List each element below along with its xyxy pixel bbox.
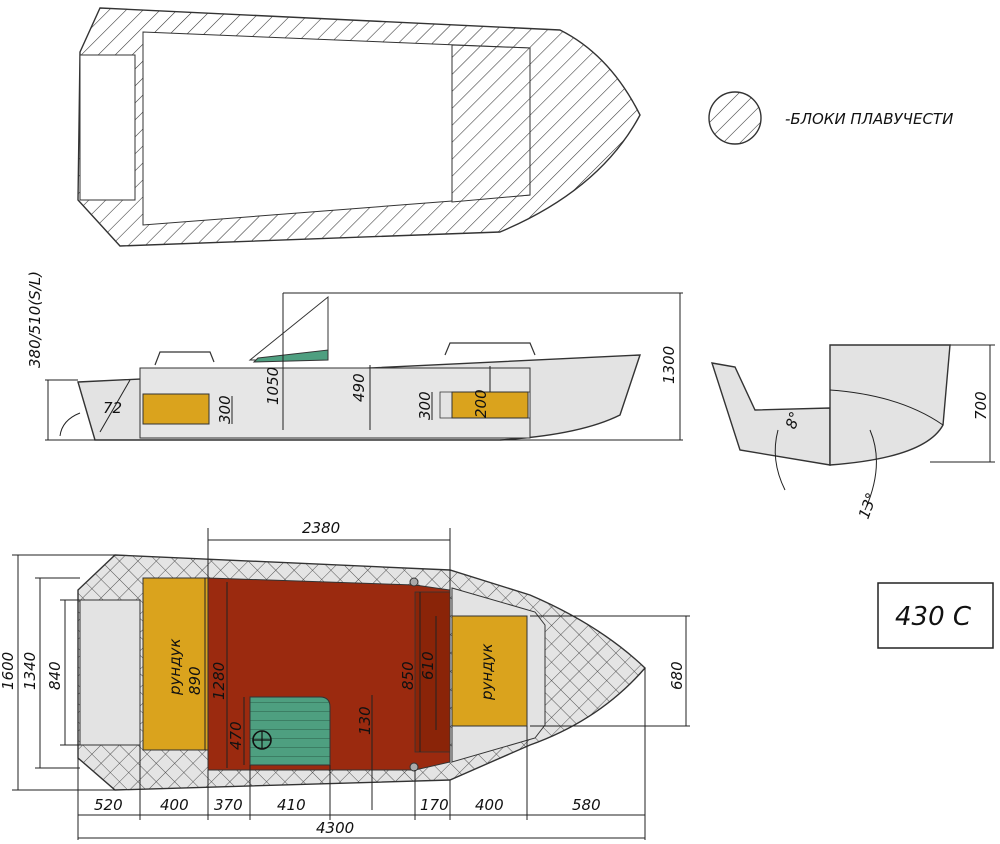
seg-580-label: 580 (572, 796, 601, 814)
transom-angle-label: 72 (103, 399, 122, 417)
rear-chest (142, 577, 209, 751)
top-view (77, 7, 641, 247)
total-height-label: 1300 (660, 346, 678, 384)
seg-400-b-label: 400 (475, 796, 504, 814)
angle-8-label: 8° (782, 409, 805, 431)
side-view: 380/510(S/L) 72 1050 490 300 300 200 130… (26, 271, 683, 441)
length-2380-label: 2380 (302, 519, 340, 537)
model-label: 430 С (895, 602, 972, 632)
width-130-label: 130 (356, 706, 374, 735)
transom-view: 8° 13° 700 (710, 344, 995, 521)
chest-label-a: рундук (166, 638, 184, 696)
front-chest (451, 615, 528, 727)
legend-text: -БЛОКИ ПЛАВУЧЕСТИ (785, 110, 953, 128)
side-chest-front (451, 391, 529, 419)
width-1280-label: 1280 (210, 662, 228, 700)
chest-890-label: 890 (186, 666, 204, 695)
width-1340-label: 1340 (21, 652, 39, 690)
width-1600-label: 1600 (0, 652, 17, 690)
box-300-a-label: 300 (216, 395, 234, 424)
width-680-label: 680 (668, 661, 686, 690)
transom-height-label: 380/510(S/L) (26, 271, 44, 368)
height-490-label: 490 (350, 373, 368, 402)
width-470-label: 470 (227, 721, 245, 750)
seg-410-label: 410 (277, 796, 306, 814)
seg-400-a-label: 400 (160, 796, 189, 814)
width-840-label: 840 (46, 661, 64, 690)
height-700-label: 700 (972, 391, 990, 420)
seg-170-label: 170 (420, 796, 449, 814)
console (249, 696, 331, 766)
legend: -БЛОКИ ПЛАВУЧЕСТИ (708, 91, 953, 145)
side-chest-rear (142, 393, 210, 425)
plan-view: 2380 1600 1340 840 рундук 890 1280 470 1… (0, 519, 690, 840)
angle-13-label: 13° (855, 490, 881, 521)
width-610-label: 610 (419, 651, 437, 680)
box-200-label: 200 (472, 389, 490, 418)
seg-370-label: 370 (214, 796, 243, 814)
seg-520-label: 520 (94, 796, 123, 814)
chest-label-b: рундук (478, 643, 496, 701)
buoyancy-legend-symbol (708, 91, 762, 145)
box-300-b-label: 300 (416, 391, 434, 420)
model-box: 430 С (877, 582, 994, 649)
width-850-label: 850 (399, 661, 417, 690)
total-length-label: 4300 (316, 819, 354, 837)
height-1050-label: 1050 (264, 367, 282, 405)
